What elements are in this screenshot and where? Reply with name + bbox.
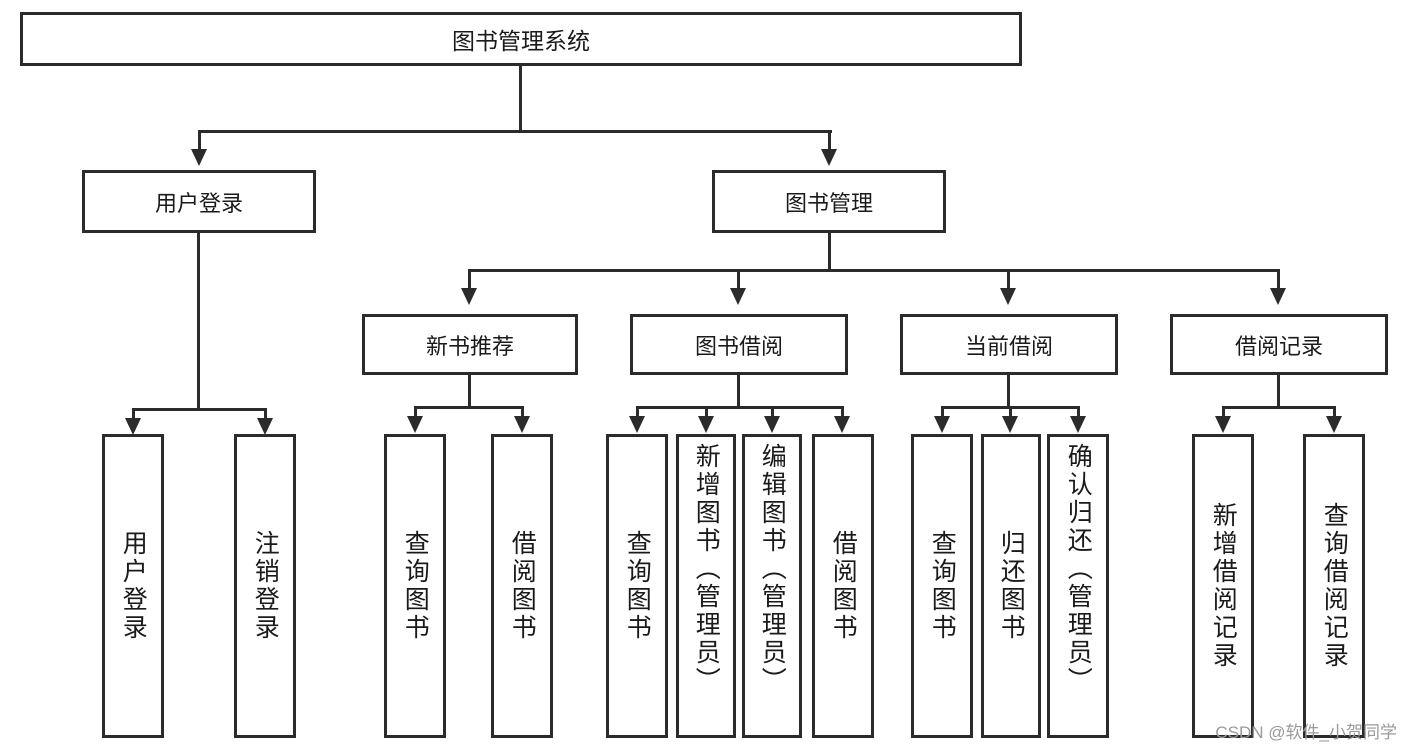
connector-level2-drop-current-borrow (1007, 269, 1010, 291)
connector-user-login-stem (197, 233, 200, 410)
connector-user-login-bus (132, 408, 266, 411)
arrow-head-user-login (191, 149, 207, 166)
leaf-book-borrow-edit-book-admin[interactable]: 编辑图书（管理员） (742, 434, 802, 738)
node-current-borrow[interactable]: 当前借阅 (900, 314, 1118, 375)
leaf-label: 归还图书 (997, 530, 1026, 642)
connector-current-borrow-drop-2 (1009, 406, 1012, 420)
leaf-label: 新增借阅记录 (1209, 502, 1238, 670)
arrow-head-leaf-cb-confirm (1070, 416, 1086, 433)
leaf-label: 借阅图书 (829, 530, 858, 642)
leaf-label: 确认归还（管理员） (1064, 443, 1093, 695)
leaf-logout-login[interactable]: 注销登录 (234, 434, 296, 738)
node-label: 用户登录 (154, 190, 243, 216)
arrow-head-borrow-record (1270, 288, 1286, 305)
node-label: 新书推荐 (425, 333, 514, 359)
node-new-book-recommend[interactable]: 新书推荐 (362, 314, 578, 375)
connector-book-borrow-bus (636, 406, 844, 409)
arrow-head-leaf-bb-edit (764, 416, 780, 433)
node-label: 图书管理系统 (452, 28, 590, 54)
leaf-label: 查询借阅记录 (1320, 502, 1349, 670)
connector-book-borrow-drop-2 (705, 406, 708, 420)
arrow-head-leaf-br-query (1326, 416, 1342, 433)
connector-borrow-record-drop-2 (1333, 406, 1336, 420)
arrow-head-leaf-user-login (125, 418, 141, 435)
connector-level1-drop-user (198, 130, 201, 151)
connector-borrow-record-drop-1 (1222, 406, 1225, 420)
connector-current-borrow-drop-3 (1077, 406, 1080, 420)
leaf-borrow-record-add-record[interactable]: 新增借阅记录 (1192, 434, 1254, 738)
leaf-label: 查询图书 (401, 530, 430, 642)
leaf-label: 新增图书（管理员） (692, 443, 721, 695)
watermark-text: CSDN @软件_小贺同学 (1215, 723, 1397, 742)
node-label: 借阅记录 (1234, 333, 1323, 359)
node-root-system[interactable]: 图书管理系统 (20, 12, 1022, 66)
connector-book-borrow-drop-4 (841, 406, 844, 420)
connector-book-borrow-drop-3 (771, 406, 774, 420)
connector-borrow-record-stem (1277, 375, 1280, 408)
connector-current-borrow-stem (1007, 375, 1010, 408)
leaf-label: 查询图书 (928, 530, 957, 642)
node-borrow-record[interactable]: 借阅记录 (1170, 314, 1388, 375)
arrow-head-leaf-nb-borrow (514, 416, 530, 433)
leaf-current-borrow-confirm-return-admin[interactable]: 确认归还（管理员） (1047, 434, 1109, 738)
connector-new-book-stem (468, 375, 471, 408)
arrow-head-leaf-bb-add (698, 416, 714, 433)
arrow-head-leaf-cb-query (934, 416, 950, 433)
connector-level2-bus (468, 269, 1280, 272)
arrow-head-new-book (461, 288, 477, 305)
node-user-login[interactable]: 用户登录 (82, 170, 316, 233)
node-label: 图书借阅 (694, 333, 783, 359)
connector-book-borrow-drop-1 (636, 406, 639, 420)
leaf-current-borrow-return-book[interactable]: 归还图书 (981, 434, 1041, 738)
arrow-head-current-borrow (1000, 288, 1016, 305)
arrow-head-leaf-logout (257, 418, 273, 435)
connector-level1-drop-book (828, 130, 831, 151)
leaf-current-borrow-query-book[interactable]: 查询图书 (911, 434, 973, 738)
node-label: 当前借阅 (964, 333, 1053, 359)
connector-book-borrow-stem (737, 375, 740, 408)
arrow-head-leaf-cb-return (1002, 416, 1018, 433)
connector-level2-drop-book-borrow (737, 269, 740, 291)
connector-level2-drop-borrow-record (1277, 269, 1280, 291)
connector-new-book-drop-1 (414, 406, 417, 420)
arrow-head-leaf-br-add (1215, 416, 1231, 433)
connector-user-login-drop-1 (132, 408, 135, 422)
connector-new-book-drop-2 (521, 406, 524, 420)
arrow-head-book-manage (821, 149, 837, 166)
leaf-book-borrow-add-book-admin[interactable]: 新增图书（管理员） (676, 434, 736, 738)
connector-user-login-drop-2 (264, 408, 267, 422)
leaf-new-book-borrow-book[interactable]: 借阅图书 (491, 434, 553, 738)
leaf-book-borrow-query-book[interactable]: 查询图书 (606, 434, 668, 738)
arrow-head-leaf-bb-borrow (834, 416, 850, 433)
connector-book-management-stem (828, 233, 831, 271)
leaf-new-book-query-book[interactable]: 查询图书 (384, 434, 446, 738)
leaf-borrow-record-query-record[interactable]: 查询借阅记录 (1303, 434, 1365, 738)
node-book-borrow[interactable]: 图书借阅 (630, 314, 848, 375)
arrow-head-leaf-nb-query (407, 416, 423, 433)
connector-borrow-record-bus (1222, 406, 1336, 409)
connector-level1-bus (198, 130, 832, 133)
connector-level2-drop-new-book (468, 269, 471, 291)
arrow-head-leaf-bb-query (629, 416, 645, 433)
connector-new-book-bus (414, 406, 524, 409)
arrow-head-book-borrow (730, 288, 746, 305)
leaf-label: 查询图书 (623, 530, 652, 642)
leaf-label: 注销登录 (251, 530, 280, 642)
leaf-book-borrow-borrow-book[interactable]: 借阅图书 (812, 434, 874, 738)
connector-root-stem (519, 66, 522, 130)
leaf-label: 用户登录 (119, 530, 148, 642)
leaf-user-login[interactable]: 用户登录 (102, 434, 164, 738)
node-book-management[interactable]: 图书管理 (712, 170, 946, 233)
leaf-label: 借阅图书 (508, 530, 537, 642)
connector-current-borrow-drop-1 (941, 406, 944, 420)
leaf-label: 编辑图书（管理员） (758, 443, 787, 695)
node-label: 图书管理 (784, 190, 873, 216)
